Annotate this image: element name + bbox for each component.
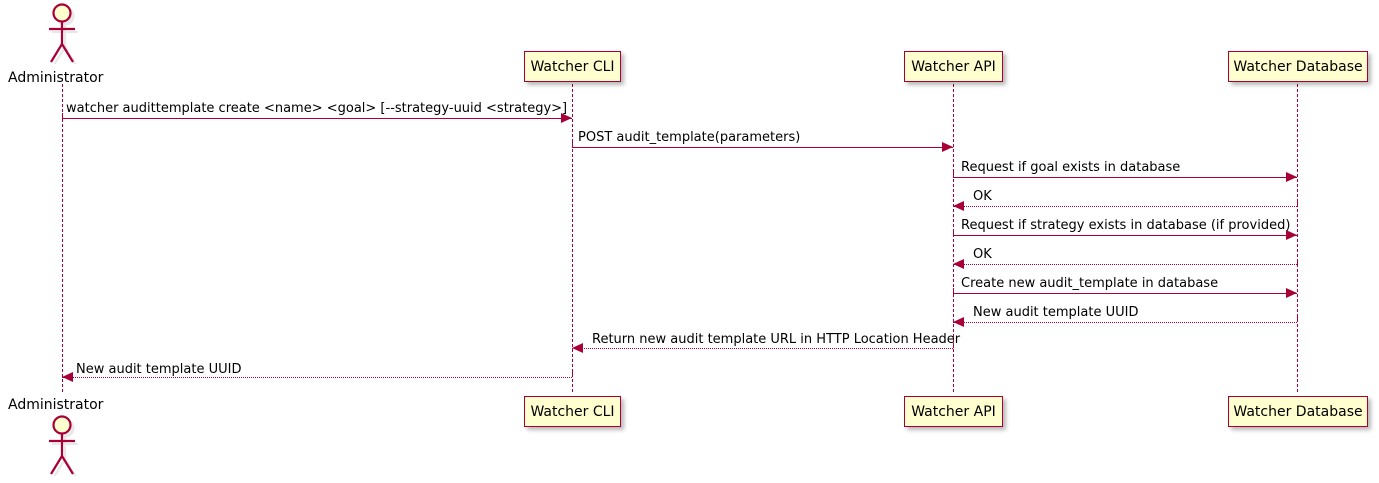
message-stub-7 <box>953 288 954 293</box>
message-stub-1 <box>62 113 63 118</box>
message-label-3: Request if goal exists in database <box>961 160 1181 175</box>
message-line-5 <box>953 235 1297 236</box>
message-label-7: Create new audit_template in database <box>961 276 1219 291</box>
participant-watcher-api-bottom[interactable]: Watcher API <box>904 396 1003 427</box>
message-label-2: POST audit_template(parameters) <box>578 130 801 145</box>
message-label-9: Return new audit template URL in HTTP Lo… <box>592 332 961 347</box>
message-stub-3 <box>953 172 954 177</box>
message-line-4 <box>953 206 1297 207</box>
message-line-10 <box>62 377 572 378</box>
message-stub-8 <box>1297 317 1298 322</box>
message-line-9 <box>572 348 953 349</box>
message-label-6: OK <box>973 247 992 262</box>
actor-icon <box>49 415 78 476</box>
message-arrowhead-10 <box>62 372 73 382</box>
message-arrowhead-8 <box>953 317 964 327</box>
message-stub-4 <box>1297 201 1298 206</box>
message-arrowhead-3 <box>1286 172 1297 182</box>
message-arrowhead-5 <box>1286 230 1297 240</box>
message-stub-2 <box>572 142 573 147</box>
message-label-5: Request if strategy exists in database (… <box>961 218 1291 233</box>
message-line-1 <box>62 118 572 119</box>
message-arrowhead-4 <box>953 201 964 211</box>
message-arrowhead-1 <box>561 113 572 123</box>
actor-icon <box>49 3 78 64</box>
message-stub-10 <box>572 372 573 377</box>
message-label-10: New audit template UUID <box>76 362 242 377</box>
lifeline-watcher-database <box>1297 84 1298 392</box>
message-arrowhead-6 <box>953 259 964 269</box>
lifeline-administrator <box>62 84 63 392</box>
participant-watcher-cli-bottom[interactable]: Watcher CLI <box>524 396 621 427</box>
participant-label-administrator-top: Administrator <box>8 70 104 86</box>
participant-watcher-database-bottom[interactable]: Watcher Database <box>1228 396 1368 427</box>
message-stub-9 <box>953 343 954 348</box>
message-arrowhead-7 <box>1286 288 1297 298</box>
message-line-6 <box>953 264 1297 265</box>
lifeline-watcher-cli <box>572 84 573 392</box>
message-line-7 <box>953 293 1297 294</box>
message-arrowhead-2 <box>942 142 953 152</box>
message-label-1: watcher audittemplate create <name> <goa… <box>66 101 568 116</box>
participant-watcher-cli-top[interactable]: Watcher CLI <box>524 51 621 82</box>
participant-watcher-database-top[interactable]: Watcher Database <box>1228 51 1368 82</box>
message-line-8 <box>953 322 1297 323</box>
message-stub-6 <box>1297 259 1298 264</box>
message-stub-5 <box>953 230 954 235</box>
message-line-3 <box>953 177 1297 178</box>
participant-watcher-api-top[interactable]: Watcher API <box>904 51 1003 82</box>
message-label-4: OK <box>973 189 992 204</box>
message-label-8: New audit template UUID <box>973 305 1139 320</box>
message-arrowhead-9 <box>572 343 583 353</box>
participant-label-administrator-bottom: Administrator <box>8 397 104 413</box>
lifeline-watcher-api <box>953 84 954 392</box>
message-line-2 <box>572 147 953 148</box>
